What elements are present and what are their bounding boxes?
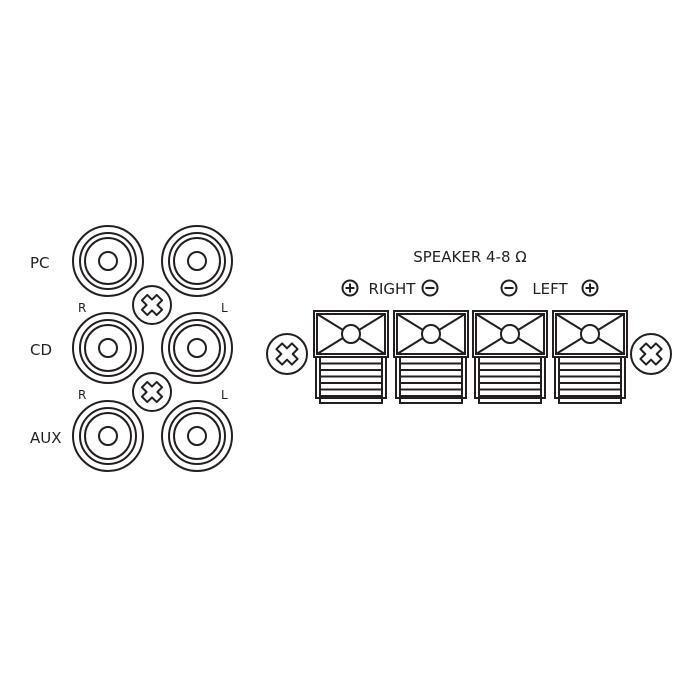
screw-icon (266, 333, 308, 375)
channel-label-l: L (221, 388, 228, 402)
speaker-left-label: LEFT (532, 280, 568, 298)
speaker-terminal-left-plus[interactable] (552, 310, 628, 404)
rca-jack-aux-right[interactable] (72, 400, 144, 472)
channel-label-r: R (78, 388, 86, 402)
rca-jack-aux-left[interactable] (161, 400, 233, 472)
channel-label-r: R (78, 301, 86, 315)
speaker-terminal-left-minus[interactable] (472, 310, 548, 404)
screw-icon (132, 372, 172, 412)
minus-circle-icon (500, 279, 518, 297)
input-section (72, 225, 233, 472)
speaker-terminal-right-minus[interactable] (393, 310, 469, 404)
speaker-terminal-right-plus[interactable] (313, 310, 389, 404)
screw-icon (132, 285, 172, 325)
minus-circle-icon (421, 279, 439, 297)
input-label-aux: AUX (30, 429, 62, 447)
rca-jack-pc-left[interactable] (161, 225, 233, 297)
rca-jack-cd-right[interactable] (72, 312, 144, 384)
screw-icon (630, 333, 672, 375)
input-label-pc: PC (30, 254, 50, 272)
channel-label-l: L (221, 301, 228, 315)
plus-circle-icon (341, 279, 359, 297)
plus-circle-icon (581, 279, 599, 297)
speaker-title: SPEAKER 4-8 Ω (413, 248, 527, 266)
rca-jack-cd-left[interactable] (161, 312, 233, 384)
speaker-right-label: RIGHT (369, 280, 417, 298)
rca-jack-pc-right[interactable] (72, 225, 144, 297)
speaker-section (266, 279, 672, 404)
input-label-cd: CD (30, 341, 52, 359)
